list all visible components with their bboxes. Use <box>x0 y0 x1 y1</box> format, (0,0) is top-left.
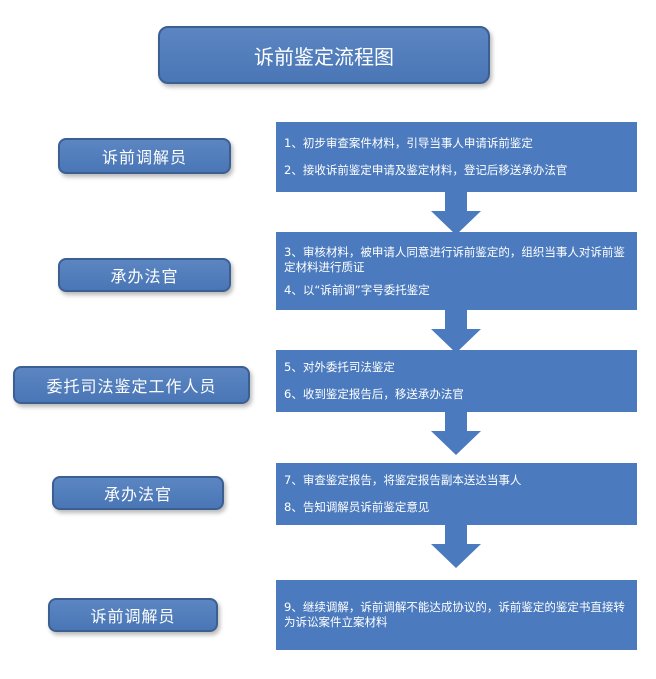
step-box-2: 3、审核材料，被申请人同意进行诉前鉴定的，组织当事人对诉前鉴定材料进行质证 4、… <box>276 232 637 310</box>
role-label: 诉前调解员 <box>101 148 187 167</box>
role-label: 承办法官 <box>110 267 179 286</box>
page-title-text: 诉前鉴定流程图 <box>254 44 394 69</box>
step-text: 3、审核材料，被申请人同意进行诉前鉴定的，组织当事人对诉前鉴定材料进行质证 <box>284 244 625 274</box>
role-label: 承办法官 <box>103 485 172 504</box>
role-label: 委托司法鉴定工作人员 <box>46 377 217 396</box>
down-arrow-icon <box>431 524 481 568</box>
step-text: 6、收到鉴定报告后，移送承办法官 <box>284 387 464 401</box>
role-label: 诉前调解员 <box>90 607 176 626</box>
step-text: 9、继续调解，诉前调解不能达成协议的，诉前鉴定的鉴定书直接转为诉讼案件立案材料 <box>284 600 625 629</box>
step-box-1: 1、初步审查案件材料，引导当事人申请诉前鉴定 2、接收诉前鉴定申请及鉴定材料，登… <box>276 122 637 192</box>
role-box-mediator-2: 诉前调解员 <box>48 598 218 632</box>
down-arrow-icon <box>431 191 481 235</box>
page-title: 诉前鉴定流程图 <box>158 26 490 84</box>
role-box-judge-1: 承办法官 <box>58 258 231 292</box>
down-arrow-icon <box>431 411 481 455</box>
step-text: 1、初步审查案件材料，引导当事人申请诉前鉴定 <box>284 136 533 150</box>
step-box-4: 7、审查鉴定报告，将鉴定报告副本送达当事人 8、告知调解员诉前鉴定意见 <box>276 463 637 525</box>
role-box-judge-2: 承办法官 <box>52 476 224 510</box>
step-box-5: 9、继续调解，诉前调解不能达成协议的，诉前鉴定的鉴定书直接转为诉讼案件立案材料 <box>276 580 637 650</box>
role-box-appraisal-staff: 委托司法鉴定工作人员 <box>13 366 250 404</box>
step-text: 7、审查鉴定报告，将鉴定报告副本送达当事人 <box>284 473 522 487</box>
role-box-mediator-1: 诉前调解员 <box>58 138 231 174</box>
step-text: 8、告知调解员诉前鉴定意见 <box>284 500 430 514</box>
step-text: 2、接收诉前鉴定申请及鉴定材料，登记后移送承办法官 <box>284 163 568 177</box>
step-box-3: 5、对外委托司法鉴定 6、收到鉴定报告后，移送承办法官 <box>276 350 637 412</box>
step-text: 5、对外委托司法鉴定 <box>284 360 395 374</box>
step-text: 4、以“诉前调”字号委托鉴定 <box>284 282 430 297</box>
down-arrow-icon <box>431 309 481 353</box>
